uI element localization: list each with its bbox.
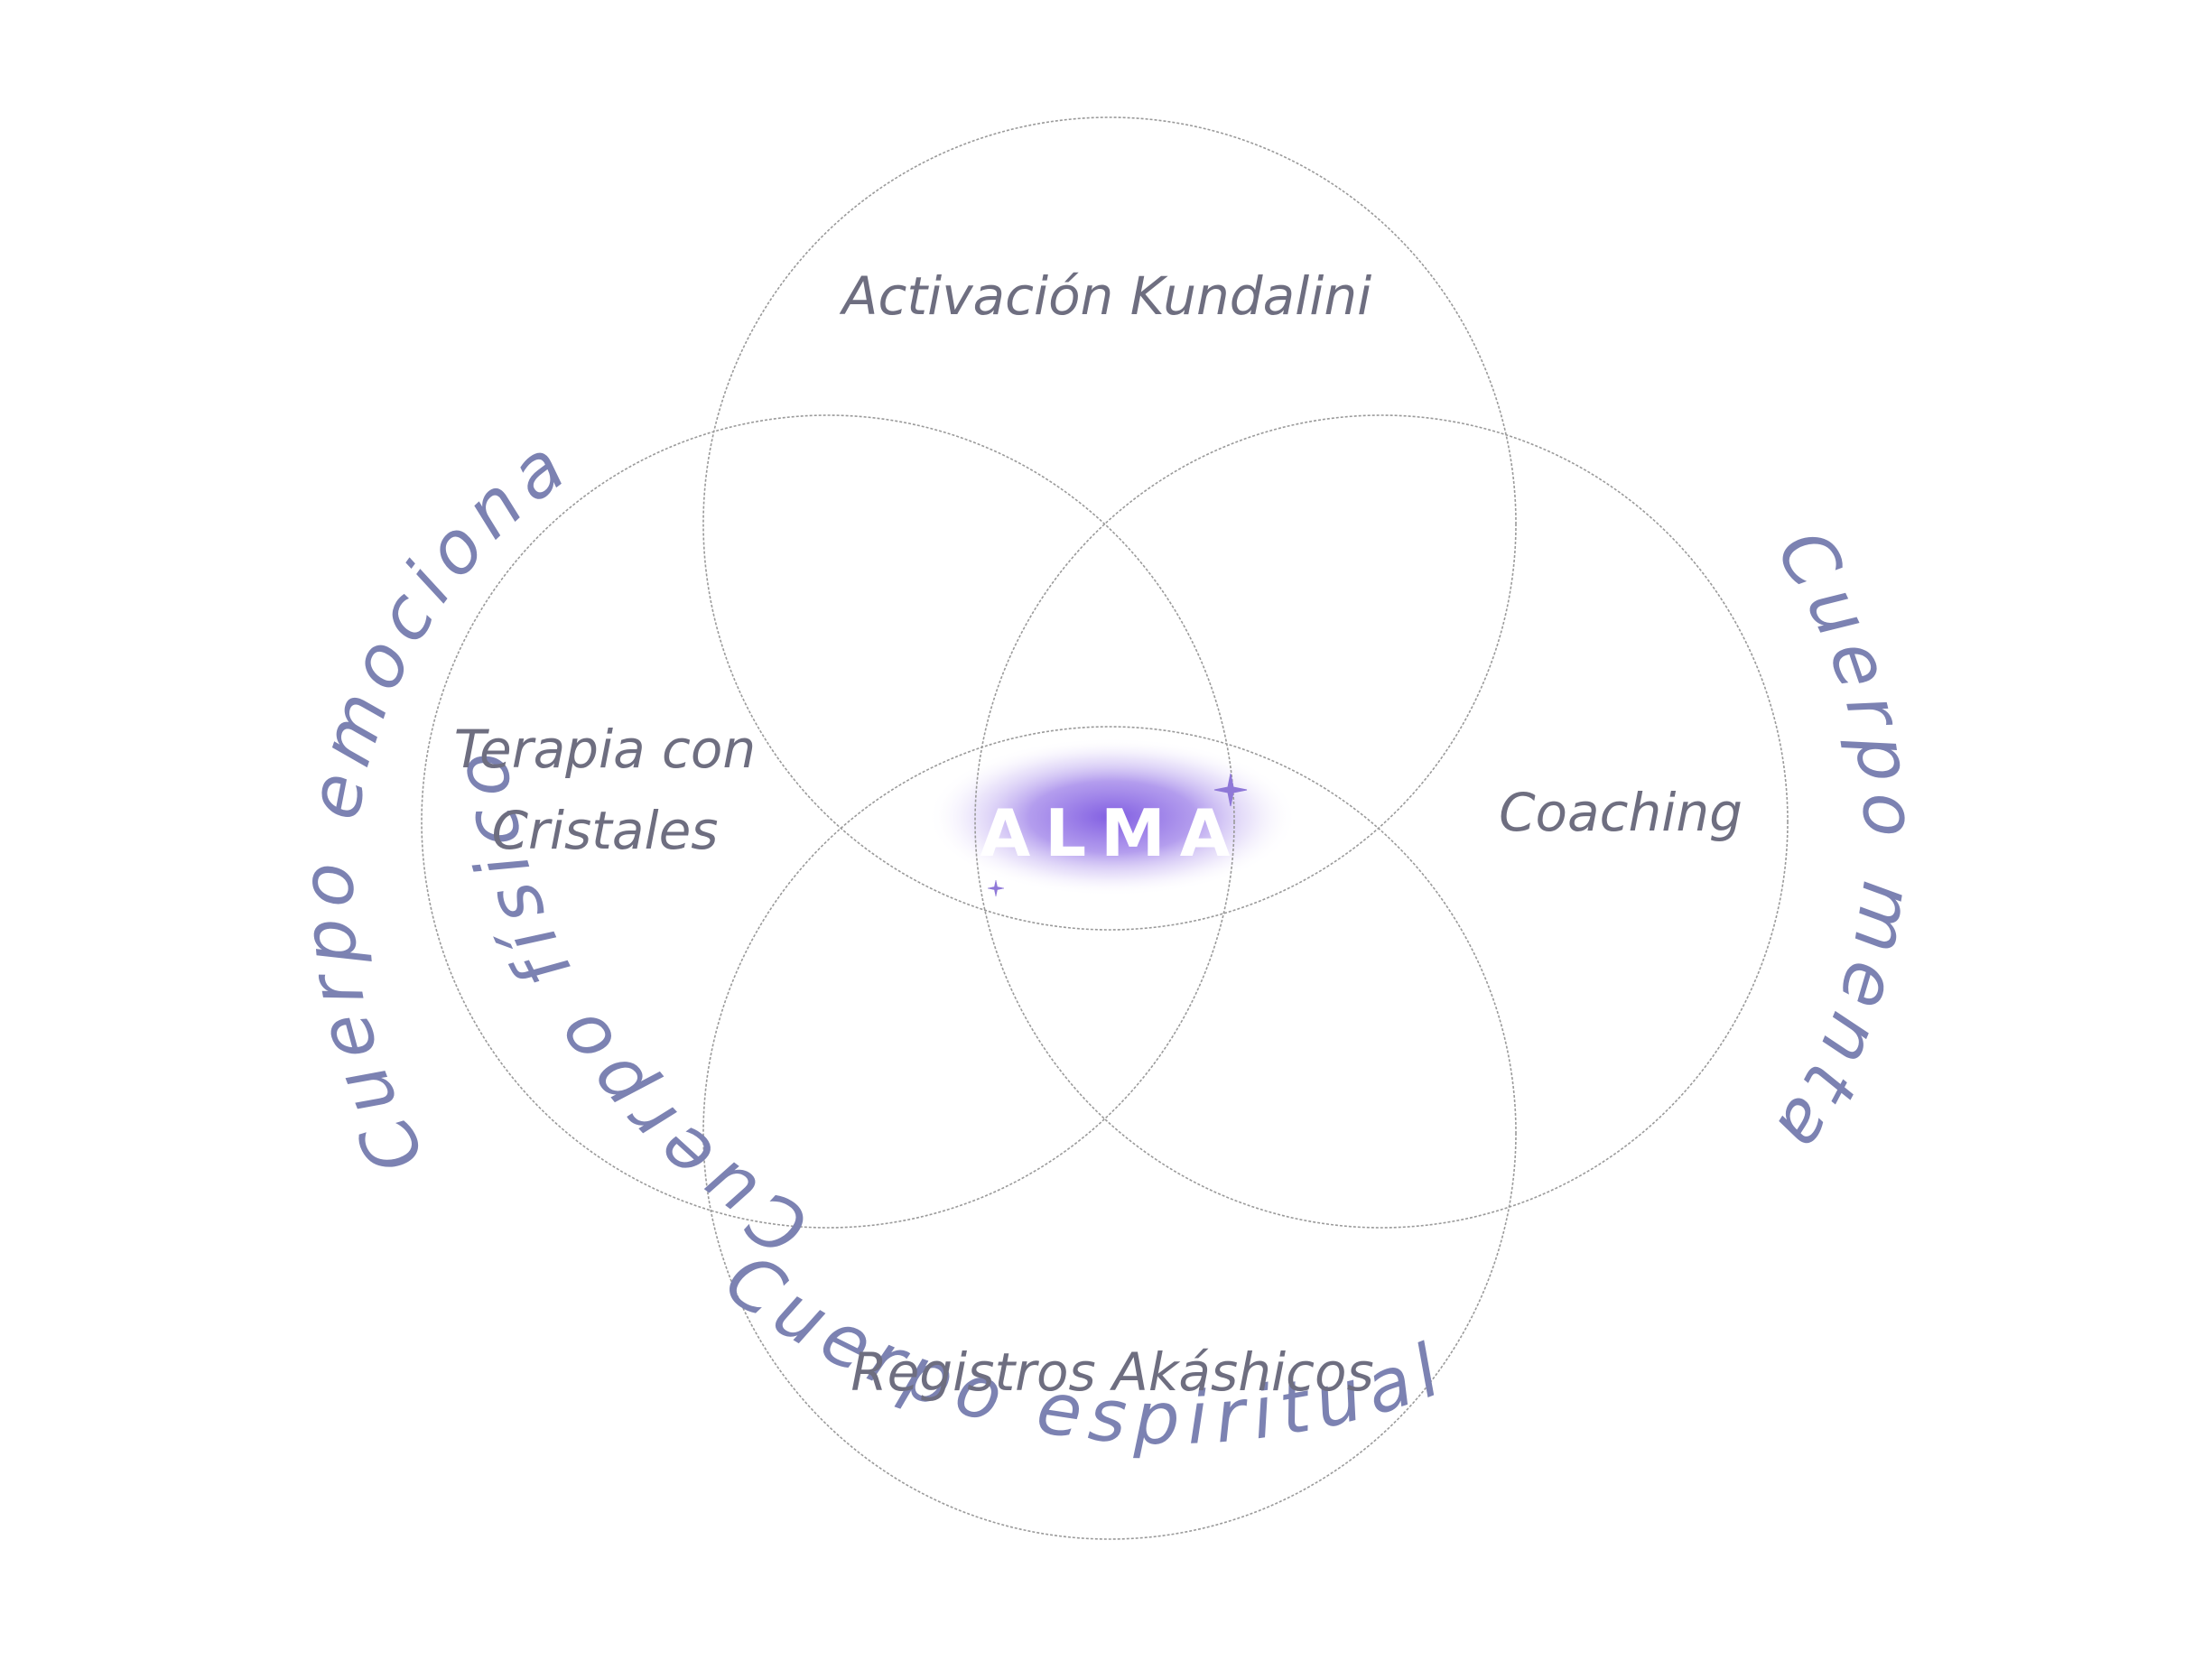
label-cuerpo-mental-path: Cuerpo mental (0, 0, 1923, 1174)
label-cuerpo-mental: Cuerpo mental (0, 0, 1923, 1174)
circle-emocional (421, 414, 1235, 1229)
label-cuerpo-emocional-path: Cuerpo emocional (0, 0, 578, 1187)
therapy-bottom: Registros Akáshicos (850, 1341, 1373, 1403)
circle-espiritual (702, 726, 1517, 1540)
therapy-left-line2: Cristales (492, 800, 719, 861)
center-label-alma: ALMA (981, 795, 1245, 871)
circle-mental (974, 414, 1789, 1229)
label-cuerpo-emocional: Cuerpo emocional (0, 0, 587, 1187)
therapy-left-line1: Terapia con (454, 719, 756, 780)
center-glow (927, 738, 1297, 896)
therapy-right: Coaching (1499, 782, 1743, 843)
therapy-top: Activación Kundalini (839, 265, 1371, 327)
circle-fisico (702, 116, 1517, 931)
sparkle-icon-small (987, 879, 1005, 897)
sparkle-icon (1213, 773, 1248, 807)
